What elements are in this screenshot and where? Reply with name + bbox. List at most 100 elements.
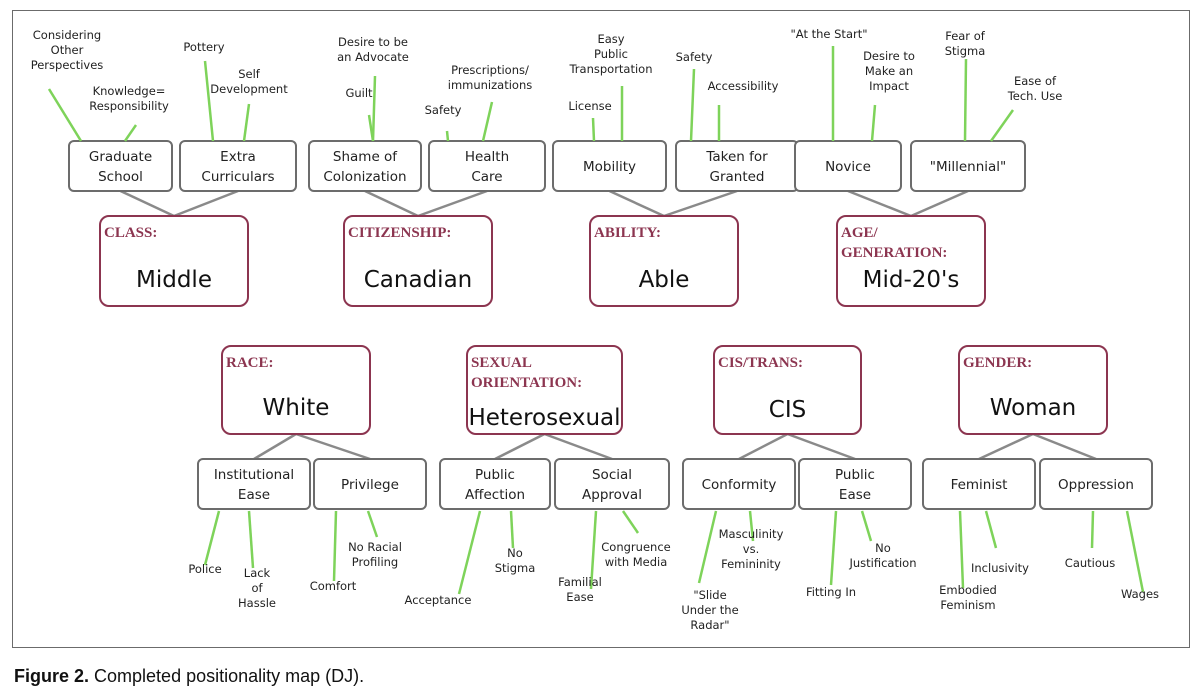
age-note-text-line: Fear of: [945, 29, 986, 43]
sexual-note-text-line: No: [507, 546, 523, 560]
class-category-label-line: CLASS:: [104, 225, 157, 241]
ability-category-value: Able: [639, 267, 690, 293]
cistrans-note-line: [860, 510, 873, 542]
gender-sub-label-line: Oppression: [1058, 477, 1134, 493]
sexual-note-line: [509, 510, 515, 549]
cistrans-note-text: Fitting In: [806, 585, 856, 599]
sexual-category-label-line: SEXUAL: [471, 355, 532, 371]
gender-note-text-line: Wages: [1121, 587, 1159, 601]
age-note-text-line: Ease of: [1014, 74, 1057, 88]
citizenship-sub-box: [308, 140, 422, 192]
race-note-text-line: Police: [188, 562, 221, 576]
connector-line: [787, 432, 856, 461]
race-note-line: [332, 510, 338, 582]
class-note-text-line: Development: [210, 82, 288, 96]
citizenship-note-text-line: immunizations: [448, 78, 532, 92]
race-sub-box: [197, 458, 311, 510]
connector-line: [663, 189, 738, 218]
cistrans-note-text-line: No: [875, 541, 891, 555]
cistrans-sub-box: [682, 458, 796, 510]
race-sub-label: Privilege: [341, 477, 399, 493]
citizenship-sub-label-line: Shame of: [333, 149, 398, 165]
cistrans-note-text-line: Radar": [690, 618, 729, 632]
class-category-label: CLASS:: [104, 225, 157, 241]
race-category-label-line: RACE:: [226, 355, 274, 371]
cistrans-sub-box: [798, 458, 912, 510]
citizenship-note-text: Prescriptions/immunizations: [448, 63, 532, 92]
figure-caption: Figure 2. Completed positionality map (D…: [14, 666, 364, 687]
ability-note-text-line: Accessibility: [708, 79, 779, 93]
race-note-text: Comfort: [310, 579, 357, 593]
sexual-note-text-line: Acceptance: [405, 593, 472, 607]
cistrans-category-label: CIS/TRANS:: [718, 355, 803, 371]
ability-note-text: Accessibility: [708, 79, 779, 93]
ability-category-box: [589, 215, 739, 307]
class-note-line: [203, 60, 215, 142]
citizenship-category-box: [343, 215, 493, 307]
sexual-category-label-line: ORIENTATION:: [471, 375, 582, 391]
gender-sub-label-line: Feminist: [951, 477, 1008, 493]
cistrans-category-label-line: CIS/TRANS:: [718, 355, 803, 371]
caption-label: Figure 2.: [14, 666, 90, 686]
ability-note-text-line: License: [568, 99, 611, 113]
class-sub-box: [68, 140, 173, 192]
race-sub-label-line: Privilege: [341, 477, 399, 493]
sexual-sub-label-line: Social: [592, 467, 632, 483]
connector-line: [173, 189, 239, 218]
class-note-line: [123, 124, 138, 142]
sexual-category-label: SEXUAL ORIENTATION:: [471, 355, 582, 391]
class-category-value: Middle: [136, 267, 212, 293]
cistrans-category-value: CIS: [769, 397, 806, 423]
gender-sub-box: [922, 458, 1036, 510]
cistrans-note-text-line: Justification: [848, 556, 916, 570]
sexual-category-box: [466, 345, 623, 435]
cistrans-note-text-line: Under the: [681, 603, 738, 617]
age-sub-label-line: "Millennial": [930, 159, 1007, 175]
cistrans-note-text-line: Fitting In: [806, 585, 856, 599]
age-sub-label: "Millennial": [930, 159, 1007, 175]
connector-line: [1032, 432, 1097, 461]
caption-text: Completed positionality map (DJ).: [94, 666, 365, 686]
ability-sub-label: Mobility: [583, 159, 636, 175]
ability-note-text-line: Easy: [597, 32, 624, 46]
race-sub-label-line: Institutional: [214, 467, 294, 483]
race-category-box: [221, 345, 371, 435]
connector-line: [544, 432, 613, 461]
ability-note-line: [689, 68, 696, 142]
gender-sub-label: Oppression: [1058, 477, 1134, 493]
citizenship-note-line: [445, 130, 450, 142]
ability-sub-label-line: Taken for: [705, 149, 768, 165]
cistrans-sub-label-line: Public: [835, 467, 875, 483]
gender-category-box: [958, 345, 1108, 435]
connector-line: [494, 432, 546, 461]
age-category-box: [836, 215, 986, 307]
gender-note-line: [958, 510, 965, 589]
sexual-note-text-line: Congruence: [601, 540, 670, 554]
connector-line: [608, 189, 665, 218]
gender-note-text: Inclusivity: [971, 561, 1029, 575]
sexual-sub-box: [554, 458, 670, 510]
citizenship-note-text-line: an Advocate: [337, 50, 409, 64]
class-note-line: [47, 88, 83, 142]
